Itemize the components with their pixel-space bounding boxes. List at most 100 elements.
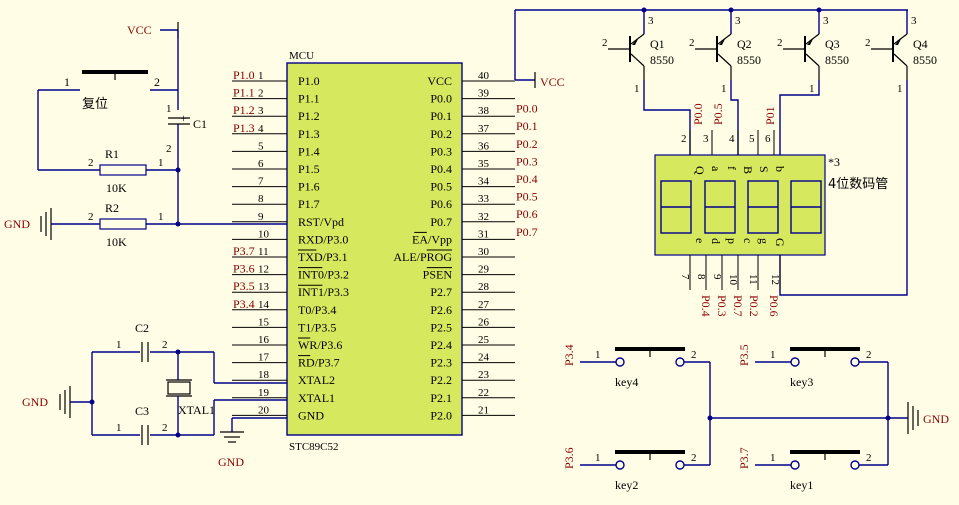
mcu-pin-38-name: P0.1 (430, 109, 452, 123)
key-pin2: 2 (866, 349, 872, 361)
mcu-pin-4-num: 4 (258, 123, 264, 135)
mcu-pin-1-name: P1.0 (298, 74, 320, 88)
mcu-net-11: P3.7 (233, 244, 255, 258)
mcu-pin-5-name: P1.4 (298, 144, 320, 158)
r2-pin2: 2 (88, 211, 94, 223)
c1-plus: + (180, 111, 187, 125)
key-actuator (790, 450, 860, 454)
collector-pin: 1 (809, 83, 815, 95)
key-pin1: 1 (595, 452, 601, 464)
mcu-designator: MCU (289, 50, 314, 62)
key-contact-left (615, 460, 625, 470)
disp-bot-pin-num: 12 (769, 274, 781, 285)
mcu-pin-15-num: 15 (258, 316, 270, 328)
disp-top-seg: S (757, 166, 771, 173)
c1-pin2: 2 (166, 143, 172, 155)
disp-bot-seg: p (725, 238, 739, 244)
key-net: P3.7 (737, 447, 751, 469)
mcu-pin-17-name: RD/P3.7 (298, 356, 340, 370)
mcu-pin-37-name: P0.2 (430, 127, 452, 141)
mcu-pin-29-num: 29 (478, 264, 490, 276)
disp-bot-seg: g (757, 238, 771, 244)
reset-switch[interactable] (82, 70, 148, 74)
disp-top-pin-num: 5 (749, 133, 755, 145)
key-pin1: 1 (595, 349, 601, 361)
mcu-pin-30-name: ALE/PROG (393, 250, 452, 264)
disp-top-seg: B (741, 166, 755, 174)
mcu-pin-18-name: XTAL2 (298, 373, 335, 387)
mcu-pin-7-name: P1.6 (298, 180, 320, 194)
transistor-name: Q4 (913, 37, 928, 51)
key-contact-left (790, 357, 800, 367)
mcu-net-1: P1.0 (233, 68, 255, 82)
mcu-net-39: P0.0 (516, 102, 538, 116)
display-body[interactable] (654, 154, 826, 256)
mcu-pin-3-num: 3 (258, 105, 264, 117)
r2-name: R2 (105, 201, 119, 215)
collector-route-2 (730, 80, 739, 155)
key-contact-right (675, 460, 685, 470)
r1-body[interactable] (99, 164, 147, 176)
disp-bot-pin-num: 8 (695, 274, 707, 280)
mcu-pin-25-num: 25 (478, 334, 490, 346)
disp-top-seg: a (709, 166, 723, 172)
key-net: P3.6 (562, 447, 576, 469)
r2-body[interactable] (99, 218, 147, 230)
mcu-pin-39-num: 39 (478, 88, 490, 100)
c2-name: C2 (135, 321, 149, 335)
disp-top-seg: Q (693, 166, 707, 175)
junction-q1 (641, 7, 647, 13)
junction-x1 (175, 349, 181, 355)
emitter-pin: 3 (823, 15, 829, 27)
mcu-net-2: P1.1 (233, 86, 255, 100)
mcu-net-3: P1.2 (233, 103, 255, 117)
r1-pin2: 2 (88, 157, 94, 169)
mcu-net-34: P0.5 (516, 190, 538, 204)
key-contact-right (850, 357, 860, 367)
key-pin2: 2 (691, 349, 697, 361)
mcu-pin-19-num: 19 (258, 387, 270, 399)
arrow (807, 37, 814, 45)
mcu-pin-24-name: P2.3 (430, 356, 452, 370)
key-contact-left (615, 357, 625, 367)
gnd-label-r2: GND (4, 217, 30, 231)
arrow (895, 37, 902, 45)
collector-pin: 1 (897, 83, 903, 95)
junction-xgnd (89, 399, 95, 405)
collector-pin: 1 (634, 83, 640, 95)
disp-top-pin-num: 2 (681, 133, 687, 145)
mcu-part: STC89C52 (289, 441, 339, 453)
transistor-name: Q3 (825, 37, 840, 51)
disp-bot-net: P0.3 (715, 295, 729, 317)
xtal-body[interactable] (167, 381, 191, 395)
disp-bot-pin-num: 10 (727, 274, 739, 286)
mcu-pin-32-name: P0.7 (430, 215, 452, 229)
collector-leg (630, 53, 645, 67)
mcu-pin-38-num: 38 (478, 105, 490, 117)
mcu-pin-21-num: 21 (478, 404, 489, 416)
emitter-pin: 3 (911, 15, 917, 27)
mcu-pin-34-name: P0.5 (430, 180, 452, 194)
disp-bot-net: P0.6 (767, 295, 781, 317)
junction-x2 (175, 432, 181, 438)
mcu-body[interactable] (286, 62, 463, 436)
mcu-net-35: P0.4 (516, 172, 538, 186)
base-pin: 2 (777, 37, 783, 49)
mcu-pin-20-name: GND (298, 408, 324, 422)
mcu-pin-7-num: 7 (258, 176, 264, 188)
mcu-pin-31-num: 31 (478, 228, 489, 240)
mcu-pin-14-name: T0/P3.4 (298, 303, 336, 317)
r1-name: R1 (105, 147, 119, 161)
disp-bot-net: P0.7 (731, 295, 745, 317)
mcu-pin-24-num: 24 (478, 352, 490, 364)
